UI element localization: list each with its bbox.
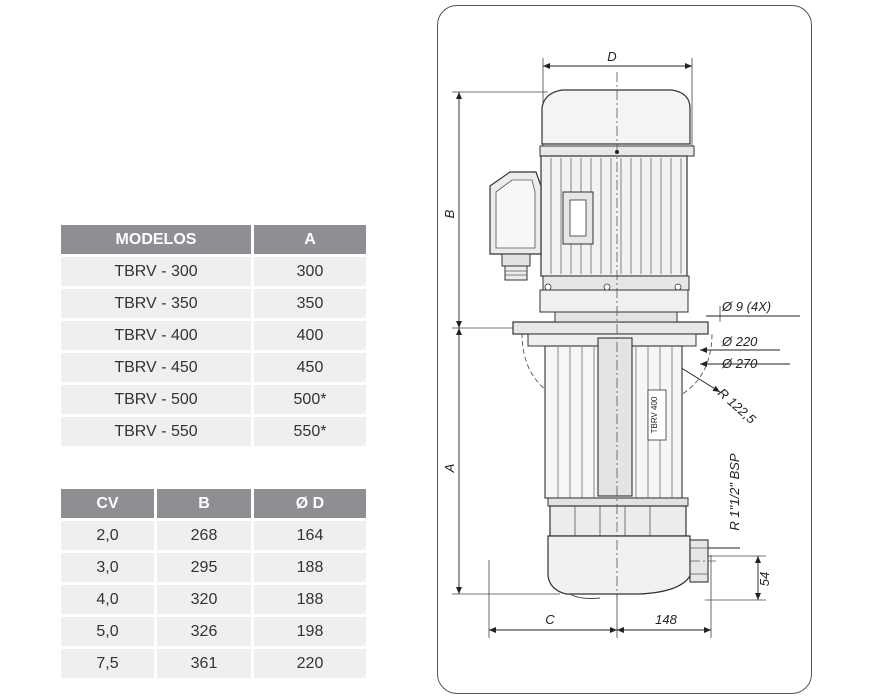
dim-b-label: B: [442, 209, 457, 218]
cooling-fins: [550, 158, 682, 274]
model-cell: TBRV - 350: [61, 289, 254, 318]
d-cell: 188: [254, 553, 366, 582]
b-cell: 361: [157, 649, 254, 678]
column-rods: [557, 346, 673, 498]
header-modelos: MODELOS: [61, 225, 254, 254]
radius-label: R 122,5: [715, 385, 759, 427]
header-cv: CV: [61, 489, 157, 518]
cv-cell: 7,5: [61, 649, 157, 678]
a-cell: 500*: [254, 385, 366, 414]
dim-54-label: 54: [757, 572, 772, 586]
cv-header-row: CV B Ø D: [61, 489, 366, 518]
a-cell: 300: [254, 257, 366, 286]
dim-c-label: C: [545, 612, 555, 627]
mounting-flange: [512, 311, 713, 411]
dimension-lines: [456, 63, 800, 633]
model-cell: TBRV - 450: [61, 353, 254, 382]
d-cell: 164: [254, 521, 366, 550]
a-cell: 350: [254, 289, 366, 318]
header-d: Ø D: [254, 489, 366, 518]
b-cell: 268: [157, 521, 254, 550]
diameter-270-label: Ø 270: [721, 356, 758, 371]
header-a: A: [254, 225, 366, 254]
center-lines: [616, 72, 716, 600]
pump-housing: [547, 497, 709, 599]
diameter-220-label: Ø 220: [721, 334, 758, 349]
column-label: TBRV 400: [650, 396, 659, 433]
d-cell: 188: [254, 585, 366, 614]
header-b: B: [157, 489, 254, 518]
d-cell: 198: [254, 617, 366, 646]
dim-a-label: A: [442, 464, 457, 474]
cv-cell: 3,0: [61, 553, 157, 582]
models-header-row: MODELOS A: [61, 225, 366, 254]
d-cell: 220: [254, 649, 366, 678]
hole-spec-label: Ø 9 (4X): [721, 299, 771, 314]
a-cell: 550*: [254, 417, 366, 446]
model-cell: TBRV - 500: [61, 385, 254, 414]
cv-cell: 5,0: [61, 617, 157, 646]
dim-148-label: 148: [655, 612, 677, 627]
a-cell: 450: [254, 353, 366, 382]
a-cell: 400: [254, 321, 366, 350]
b-cell: 320: [157, 585, 254, 614]
b-cell: 326: [157, 617, 254, 646]
dim-d-label: D: [607, 49, 616, 64]
thread-label: R 1"1/2" BSP: [727, 453, 742, 530]
b-cell: 295: [157, 553, 254, 582]
center-mark: [615, 150, 619, 154]
cv-cell: 4,0: [61, 585, 157, 614]
terminal-box: [489, 171, 542, 281]
cv-cell: 2,0: [61, 521, 157, 550]
model-cell: TBRV - 550: [61, 417, 254, 446]
model-cell: TBRV - 300: [61, 257, 254, 286]
pump-column: TBRV 400: [544, 337, 683, 499]
model-cell: TBRV - 400: [61, 321, 254, 350]
